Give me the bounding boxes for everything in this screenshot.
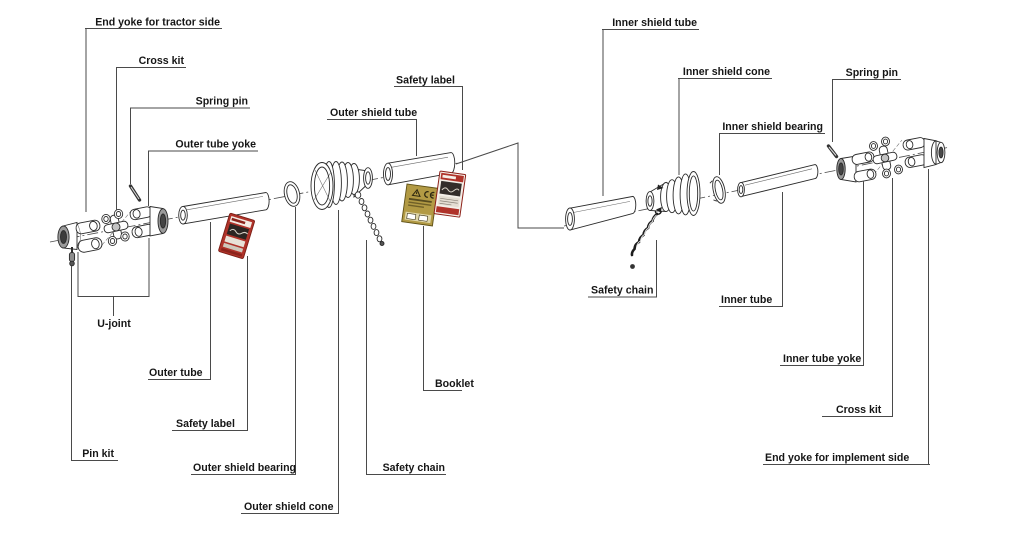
ce-mark-icon (424, 191, 435, 199)
label-inner-tube: Inner tube (719, 192, 783, 307)
spring-pin-right-part (826, 144, 839, 159)
label-text: Safety chain (383, 462, 445, 474)
label-text: Inner shield bearing (722, 121, 823, 133)
label-spring-pin-right: Spring pin (832, 67, 901, 142)
label-text: End yoke for tractor side (95, 17, 220, 29)
inner-shield-bearing-part (709, 176, 726, 204)
label-inner-shield-tube: Inner shield tube (602, 17, 699, 196)
leader-line (780, 181, 864, 366)
booklet-part (401, 183, 439, 227)
label-text: Outer shield bearing (193, 462, 296, 474)
leader-line (71, 266, 118, 461)
label-end-yoke-tractor: End yoke for tractor side (85, 17, 222, 212)
leader-line (719, 133, 825, 175)
label-inner-shield-cone: Inner shield cone (678, 66, 772, 175)
safety-chain-left-part (354, 191, 385, 246)
outer-tube-part (178, 192, 270, 225)
label-text: Outer tube yoke (175, 139, 256, 151)
label-text: Outer shield tube (330, 107, 417, 119)
warning-triangle-icon (411, 188, 421, 198)
label-text: Outer tube (149, 367, 203, 379)
label-text: Cross kit (836, 404, 882, 416)
label-spring-pin-left: Spring pin (130, 96, 250, 184)
safety-label-left-part (218, 212, 255, 259)
leader-line (241, 210, 339, 514)
label-text: Safety chain (591, 285, 653, 297)
label-cross-kit-left: Cross kit (116, 55, 186, 210)
label-text: Inner tube (721, 294, 772, 306)
label-text: Safety label (176, 418, 235, 430)
inner-tube-part (737, 164, 819, 198)
label-safety-label-left: Safety label (172, 256, 248, 431)
label-text: U-joint (97, 318, 131, 330)
leader-bracket (77, 238, 150, 316)
leader-line (394, 86, 463, 170)
inner-tube-yoke-part (836, 151, 877, 183)
end-yoke-tractor-part (57, 219, 103, 253)
leader-line (588, 240, 657, 298)
leader-line (327, 119, 417, 156)
label-text: Pin kit (82, 448, 114, 460)
leader-line (191, 207, 296, 475)
outer-shield-cone-part (310, 161, 373, 210)
leader-line (602, 29, 699, 196)
label-text: End yoke for implement side (765, 452, 909, 464)
label-text: Booklet (435, 378, 474, 390)
outer-shield-bearing-part (283, 181, 301, 207)
end-yoke-implement-part (902, 137, 946, 169)
label-outer-tube-yoke: Outer tube yoke (148, 139, 258, 206)
leader-line (148, 222, 211, 380)
label-outer-shield-cone: Outer shield cone (241, 210, 339, 514)
label-pin-kit: Pin kit (71, 266, 118, 461)
label-outer-shield-tube: Outer shield tube (327, 107, 417, 156)
leader-line (832, 79, 901, 142)
leader-line (116, 67, 186, 210)
leader-line (678, 78, 772, 175)
leader-line (719, 192, 783, 307)
label-booklet: Booklet (423, 226, 474, 391)
label-u-joint: U-joint (77, 238, 150, 330)
label-text: Inner shield tube (612, 17, 697, 29)
label-text: Outer shield cone (244, 501, 334, 513)
pin-kit-part (68, 247, 76, 267)
label-inner-tube-yoke: Inner tube yoke (780, 181, 864, 366)
inner-shield-tube-part (565, 195, 637, 231)
assembly-connector-line (455, 142, 564, 229)
leader-line (822, 178, 893, 417)
cross-kit-left-part (101, 208, 130, 247)
label-end-yoke-implement: End yoke for implement side (763, 169, 930, 465)
label-text: Safety label (396, 75, 455, 87)
leader-line (763, 169, 930, 465)
arrow-marker-icon (656, 207, 662, 213)
label-cross-kit-right: Cross kit (822, 178, 893, 417)
label-text: Inner tube yoke (783, 353, 861, 365)
leader-line (366, 240, 446, 475)
label-text: Inner shield cone (683, 66, 770, 78)
label-outer-tube: Outer tube (148, 222, 211, 380)
safety-label-middle-part (433, 170, 467, 218)
leader-line (130, 107, 250, 184)
leader-line (85, 28, 222, 212)
cross-axis-left (101, 209, 133, 246)
spring-pin-left-part (128, 184, 142, 202)
label-inner-shield-bearing: Inner shield bearing (719, 121, 825, 175)
outer-tube-yoke-part (129, 205, 169, 239)
label-safety-chain-right: Safety chain (588, 240, 657, 298)
leader-line (148, 150, 258, 206)
label-text: Spring pin (846, 67, 898, 79)
leader-line (423, 226, 462, 391)
safety-chain-right-part (630, 206, 663, 269)
label-safety-chain-left: Safety chain (366, 240, 446, 475)
label-text: Cross kit (139, 55, 185, 67)
cross-kit-right-part (869, 136, 903, 179)
label-text: Spring pin (196, 96, 248, 108)
label-safety-label-middle: Safety label (394, 75, 463, 170)
arrow-marker-icon (657, 184, 664, 190)
label-outer-shield-bearing: Outer shield bearing (191, 207, 296, 475)
inner-shield-cone-part (645, 171, 701, 216)
leader-line (172, 256, 248, 431)
